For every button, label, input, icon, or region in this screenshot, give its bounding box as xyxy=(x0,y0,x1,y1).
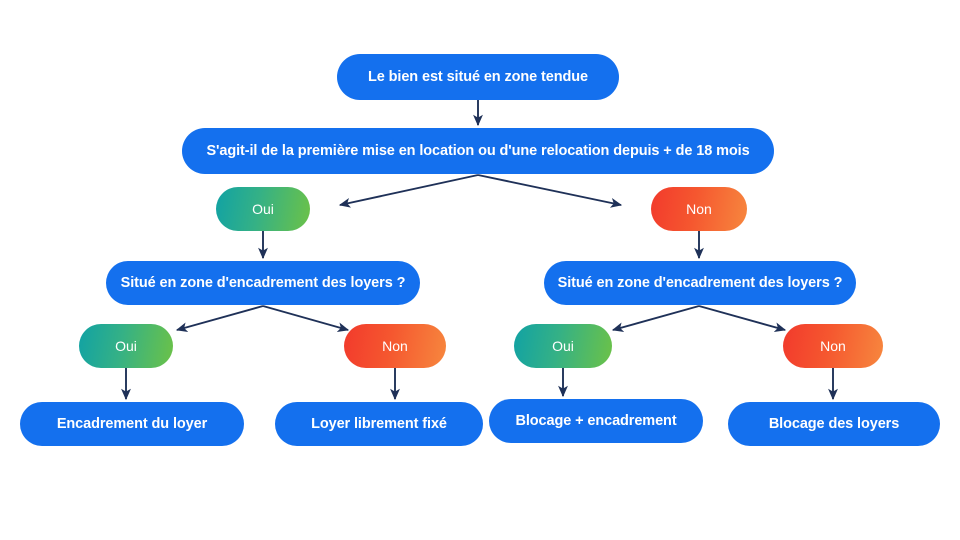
node-zone-question-right-label: Situé en zone d'encadrement des loyers ? xyxy=(557,274,843,291)
edge-zone-left-to-no xyxy=(262,305,350,332)
node-result-encadrement-du-loyer[interactable]: Encadrement du loyer xyxy=(20,402,244,446)
node-right-yes-label: Oui xyxy=(552,337,574,354)
node-result-blocage-des-loyers[interactable]: Blocage des loyers xyxy=(728,402,940,446)
node-root-question-label: Le bien est situé en zone tendue xyxy=(368,68,588,85)
edge-first-to-yes1 xyxy=(338,174,479,208)
node-zone-question-right[interactable]: Situé en zone d'encadrement des loyers ? xyxy=(544,261,856,305)
node-branch1-no-label: Non xyxy=(686,200,712,217)
node-first-question-label: S'agit-il de la première mise en locatio… xyxy=(206,142,750,159)
edge-zone-left-to-yes xyxy=(175,305,264,333)
node-result-loyer-librement-fixe[interactable]: Loyer librement fixé xyxy=(275,402,483,446)
node-left-yes[interactable]: Oui xyxy=(79,324,173,368)
node-left-no-label: Non xyxy=(382,337,408,354)
node-left-no[interactable]: Non xyxy=(344,324,446,368)
edge-zone-right-to-no xyxy=(698,305,787,333)
node-result-blocage-encadrement[interactable]: Blocage + encadrement xyxy=(489,399,703,443)
node-first-question[interactable]: S'agit-il de la première mise en locatio… xyxy=(182,128,774,174)
node-result-1-label: Encadrement du loyer xyxy=(56,415,208,432)
node-branch1-yes[interactable]: Oui xyxy=(216,187,310,231)
node-zone-question-left-label: Situé en zone d'encadrement des loyers ? xyxy=(120,274,406,291)
node-result-2-label: Loyer librement fixé xyxy=(311,415,447,432)
node-root-question[interactable]: Le bien est situé en zone tendue xyxy=(337,54,619,100)
node-branch1-no[interactable]: Non xyxy=(651,187,747,231)
node-left-yes-label: Oui xyxy=(115,337,137,354)
node-branch1-yes-label: Oui xyxy=(252,200,274,217)
node-zone-question-left[interactable]: Situé en zone d'encadrement des loyers ? xyxy=(106,261,420,305)
node-result-3-label: Blocage + encadrement xyxy=(515,412,677,429)
edge-first-to-no1 xyxy=(477,174,623,208)
edge-zone-right-to-yes xyxy=(611,305,700,333)
node-right-yes[interactable]: Oui xyxy=(514,324,612,368)
node-right-no-label: Non xyxy=(820,337,846,354)
node-right-no[interactable]: Non xyxy=(783,324,883,368)
node-result-4-label: Blocage des loyers xyxy=(768,415,900,432)
